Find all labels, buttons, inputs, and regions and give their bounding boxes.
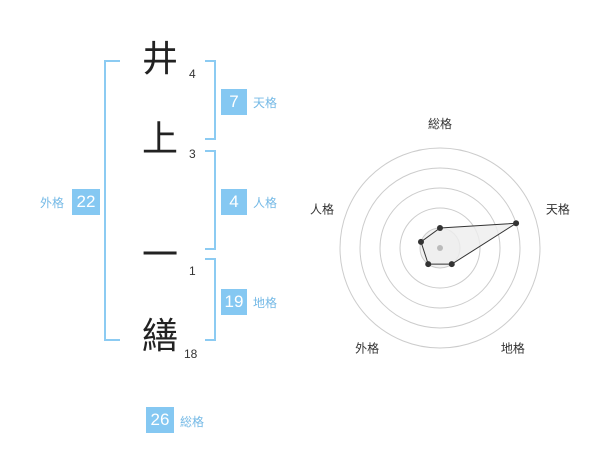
stroke-count-4: 18 [184, 347, 198, 361]
radar-point-1 [437, 225, 443, 231]
radar-ring-2 [399, 207, 481, 289]
chikaku-bracket [205, 258, 216, 341]
soukaku-badge: 26 [146, 407, 174, 433]
soukaku-label: 総格 [180, 415, 205, 429]
radar-axis-label-3: 地格 [501, 340, 525, 355]
gaikaku-bracket [104, 60, 120, 341]
chikaku-badge: 19 [221, 289, 247, 315]
name-char-4: 繕 [141, 316, 178, 357]
radar-ring-4 [359, 167, 521, 329]
tenkaku-badge: 7 [221, 89, 247, 115]
radar-point-5 [417, 238, 424, 245]
radar-ring-5 [339, 147, 541, 349]
radar-point-3 [448, 261, 455, 268]
gaikaku-badge: 22 [72, 189, 100, 215]
radar-center-dot [437, 245, 443, 251]
stroke-count-3: 1 [189, 264, 196, 278]
tenkaku-bracket [205, 60, 216, 140]
gaikaku-label: 外格 [40, 196, 65, 210]
radar-polygon [420, 222, 517, 265]
name-char-1: 井 [141, 39, 178, 80]
radar-axis-label-1: 総格 [428, 116, 452, 131]
radar-axis-label-4: 外格 [355, 340, 379, 355]
radar-point-4 [425, 261, 432, 268]
stroke-count-1: 4 [189, 67, 196, 81]
chikaku-label: 地格 [253, 296, 278, 310]
radar-axis-label-2: 天格 [546, 202, 570, 217]
name-char-3: 一 [141, 235, 178, 276]
radar-ring-3 [379, 187, 501, 309]
radar-point-2 [513, 220, 520, 227]
jinkaku-bracket [205, 150, 216, 250]
jinkaku-badge: 4 [221, 189, 247, 215]
tenkaku-label: 天格 [253, 96, 278, 110]
stroke-count-2: 3 [189, 147, 196, 161]
radar-axis-label-5: 人格 [310, 202, 334, 217]
jinkaku-label: 人格 [253, 196, 278, 210]
name-char-2: 上 [141, 119, 178, 160]
